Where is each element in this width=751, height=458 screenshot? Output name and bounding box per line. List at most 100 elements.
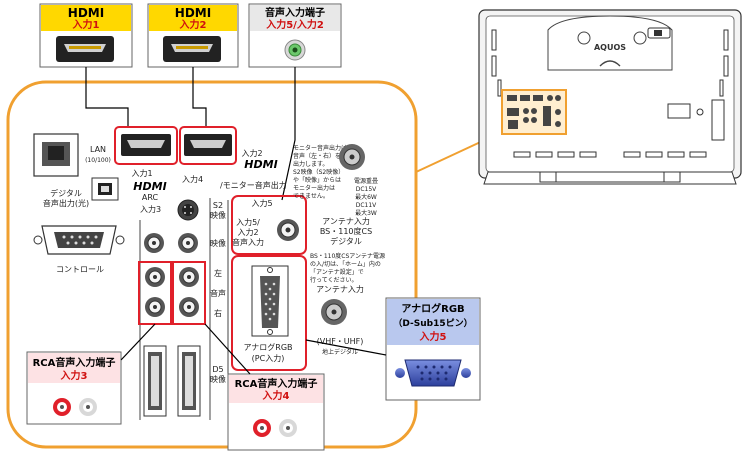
pc-in-label: (PC入力): [252, 353, 285, 363]
d-sub15-port: [251, 265, 289, 337]
antenna-in-label: アンテナ入力: [316, 284, 364, 294]
bs-antenna-port: [339, 144, 365, 170]
callout-hdmi-input2: HDMI 入力2: [147, 3, 239, 68]
lan-label: LAN: [90, 145, 106, 154]
highlight-analog-rgb: [231, 255, 307, 371]
callout-audio5-sub: 入力5/入力2: [266, 18, 324, 31]
audio-in-label-2: 入力2: [237, 227, 258, 237]
audio-rca-in3-left: [145, 267, 165, 287]
highlight-hdmi1: [114, 126, 178, 165]
audio-rca-in4-left: [179, 267, 199, 287]
terrestrial-label: 地上デジタル: [322, 348, 358, 356]
d5-port-in4: [177, 345, 201, 417]
svg-text:や「映像」からは: や「映像」からは: [293, 176, 341, 184]
audio-label: 音声: [210, 288, 226, 298]
svg-text:モニター出力は: モニター出力は: [293, 184, 335, 192]
vhf-uhf-antenna-port: [321, 299, 347, 325]
leader-hdmi2: [192, 67, 207, 127]
callout-audio-input5-2: 音声入力端子 入力5/入力2: [248, 3, 342, 68]
max6: 最大6W: [355, 193, 377, 201]
in3-label: 入力3: [140, 204, 161, 214]
antenna-bs-label-2: BS・110度CS: [320, 226, 372, 236]
d5-label: D5: [212, 365, 223, 374]
leader-rca4: [204, 323, 251, 375]
callout-analog-rgb: アナログRGB （D-Sub15ピン） 入力5: [385, 297, 481, 401]
highlight-audio-in5: [231, 195, 307, 255]
audio-in-label-3: 音声入力: [232, 237, 264, 247]
audio-right-label: 右: [214, 308, 222, 318]
svg-text:モニター音声出力は: モニター音声出力は: [293, 144, 347, 152]
hdmi2-port: [184, 134, 232, 156]
monitor-note: モニター音声出力は 音声（左・右）を 出力します。 S2映像（S2映像） や「映…: [293, 144, 347, 200]
tv-brand-logo: AQUOS: [594, 43, 626, 52]
in5-label: 入力5: [251, 198, 272, 208]
svg-text:「アンテナ設定」で: 「アンテナ設定」で: [310, 268, 364, 276]
video-rca-in4: [178, 233, 198, 253]
svg-text:出力します。: 出力します。: [293, 160, 328, 168]
bs-power-note: BS・110度CSアンテナ電源 の入/切は、「ホーム」内の 「アンテナ設定」で …: [310, 252, 385, 284]
leader-rca3: [120, 323, 156, 361]
callout-rca4-sub: 入力4: [263, 389, 290, 402]
callout-rca3-sub: 入力3: [61, 369, 88, 382]
dc15: DC15V: [356, 186, 377, 193]
antenna-bs-label-1: アンテナ入力: [322, 216, 370, 226]
callout-hdmi2-sub: 入力2: [180, 18, 207, 31]
vhf-label: (VHF・UHF): [317, 337, 364, 346]
control-port: [33, 225, 125, 255]
callout-rgb-line2: （D-Sub15ピン）: [393, 317, 472, 329]
hdmi-logo-in1: HDMI: [133, 180, 166, 193]
optical-port: [91, 177, 119, 201]
s2-label: S2: [213, 201, 223, 210]
audio-left-label: 左: [214, 268, 222, 278]
max3: 最大3W: [355, 209, 377, 217]
leader-rgb: [305, 339, 387, 356]
video-rca-in3: [144, 233, 164, 253]
svg-text:できません。: できません。: [293, 193, 329, 200]
digital-out-label-1: デジタル: [50, 188, 82, 198]
callout-rgb-sub: 入力5: [420, 330, 447, 343]
svg-text:音声（左・右）を: 音声（左・右）を: [293, 152, 341, 160]
s-video-port: [177, 199, 199, 221]
lan-spec: (10/100): [85, 157, 111, 164]
s2-video-label: 映像: [210, 210, 226, 220]
leader-hdmi1: [85, 67, 129, 127]
leader-audio5: [281, 67, 296, 201]
in1-label: 入力1: [131, 168, 152, 178]
svg-text:S2映像（S2映像）: S2映像（S2映像）: [293, 168, 344, 176]
mini-jack-in5: [277, 219, 299, 241]
hdmi1-port-icon: [69, 46, 101, 49]
d5-port-in3: [143, 345, 167, 417]
antenna-bs-label-3: デジタル: [330, 236, 362, 246]
in4-label: 入力4: [182, 174, 203, 184]
tv-back-view: AQUOS: [478, 9, 742, 185]
arc-label: ARC: [142, 193, 159, 202]
highlight-hdmi2: [179, 126, 237, 165]
audio-in-label-1: 入力5/: [236, 217, 260, 227]
lan-port: [33, 133, 79, 177]
callout-rca-input3: RCA音声入力端子 入力3: [26, 351, 122, 425]
svg-text:行ってください。: 行ってください。: [310, 276, 358, 284]
callout-rca-input4: RCA音声入力端子 入力4: [227, 373, 325, 451]
rgb-label: アナログRGB: [243, 342, 292, 352]
callout-audio5-title: 音声入力端子: [265, 6, 325, 19]
audio-rca-in3-right: [145, 297, 165, 317]
callout-hdmi2-title: HDMI: [175, 6, 211, 20]
svg-text:BS・110度CSアンテナ電源: BS・110度CSアンテナ電源: [310, 252, 385, 260]
callout-hdmi1-title: HDMI: [68, 6, 104, 20]
hdmi-logo-in2: HDMI: [244, 158, 277, 171]
callout-hdmi1-sub: 入力1: [73, 18, 100, 31]
callout-hdmi-input1: HDMI 入力1: [39, 3, 133, 68]
vga-connector-icon: [404, 359, 462, 387]
in2-label: 入力2: [241, 148, 262, 158]
digital-out-label-2: 音声出力(光): [43, 198, 89, 208]
dc11: DC11V: [356, 202, 377, 209]
callout-rgb-line1: アナログRGB: [401, 302, 464, 315]
callout-rca3-title: RCA音声入力端子: [33, 356, 116, 369]
audio-rca-in4-right: [179, 297, 199, 317]
callout-rca4-title: RCA音声入力端子: [235, 377, 318, 390]
d5-video-label: 映像: [210, 374, 226, 384]
hdmi2-port-icon: [176, 46, 208, 49]
power-note: 電源重畳: [354, 177, 378, 185]
control-label: コントロール: [56, 265, 104, 274]
